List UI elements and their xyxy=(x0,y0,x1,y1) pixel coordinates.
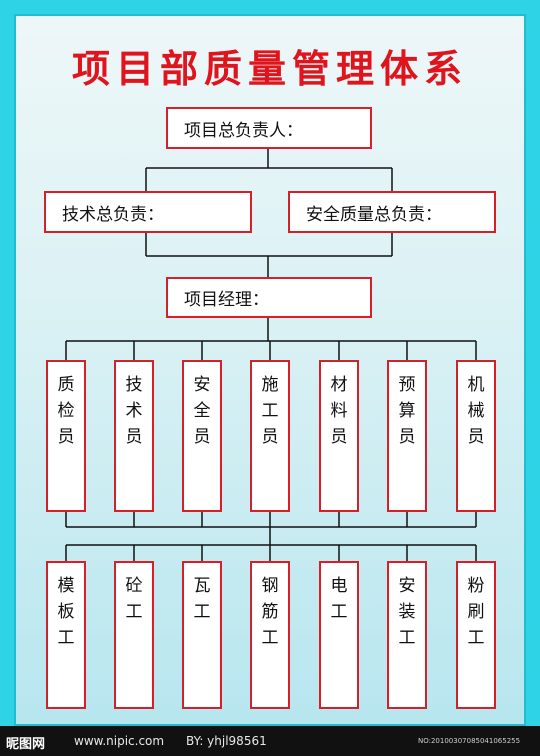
top-leader-label: 项目总负责人： xyxy=(184,120,303,141)
staff-box-quality-inspector: 质检员 xyxy=(46,360,86,512)
worker-box-masonry: 瓦 工 xyxy=(182,561,222,709)
worker-box-installer: 安装工 xyxy=(387,561,427,709)
worker-box-formwork: 模板工 xyxy=(46,561,86,709)
staff-label: 施工员 xyxy=(261,375,279,447)
worker-label: 砼 工 xyxy=(125,576,143,622)
worker-label: 安装工 xyxy=(398,576,416,648)
staff-box-construction-officer: 施工员 xyxy=(250,360,290,512)
staff-box-safety-officer: 安全员 xyxy=(182,360,222,512)
watermark-author: BY: yhjl98561 xyxy=(186,734,267,748)
staff-box-materials-officer: 材料员 xyxy=(319,360,359,512)
staff-label: 技术员 xyxy=(125,375,143,447)
staff-label: 机械员 xyxy=(467,375,485,447)
project-manager-box: 项目经理： xyxy=(166,277,372,318)
staff-box-machinery-officer: 机械员 xyxy=(456,360,496,512)
worker-box-plasterer: 粉刷工 xyxy=(456,561,496,709)
staff-box-technician: 技术员 xyxy=(114,360,154,512)
worker-label: 瓦 工 xyxy=(193,576,211,622)
worker-box-electrician: 电 工 xyxy=(319,561,359,709)
safety-quality-chief-label: 安全质量总负责： xyxy=(306,204,442,225)
staff-label: 预算员 xyxy=(398,375,416,447)
tech-chief-box: 技术总负责： xyxy=(44,191,252,233)
top-leader-box: 项目总负责人： xyxy=(166,107,372,149)
worker-label: 钢筋工 xyxy=(261,576,279,648)
watermark-number: NO:20100307085041065255 xyxy=(418,737,521,745)
watermark-bar: 昵图网 www.nipic.com BY: yhjl98561 NO:20100… xyxy=(0,726,540,756)
staff-label: 质检员 xyxy=(57,375,75,447)
worker-label: 电 工 xyxy=(330,576,348,622)
staff-box-budget-officer: 预算员 xyxy=(387,360,427,512)
project-manager-label: 项目经理： xyxy=(184,290,269,310)
safety-quality-chief-box: 安全质量总负责： xyxy=(288,191,496,233)
worker-box-rebar: 钢筋工 xyxy=(250,561,290,709)
watermark-logo: 昵图网 xyxy=(6,737,46,752)
tech-chief-label: 技术总负责： xyxy=(62,204,164,225)
worker-label: 粉刷工 xyxy=(467,576,485,648)
worker-label: 模板工 xyxy=(57,576,75,648)
staff-label: 安全员 xyxy=(193,375,211,447)
staff-label: 材料员 xyxy=(330,375,348,447)
worker-box-concrete: 砼 工 xyxy=(114,561,154,709)
diagram-title: 项目部质量管理体系 xyxy=(71,47,468,91)
watermark-site: www.nipic.com xyxy=(74,734,165,748)
